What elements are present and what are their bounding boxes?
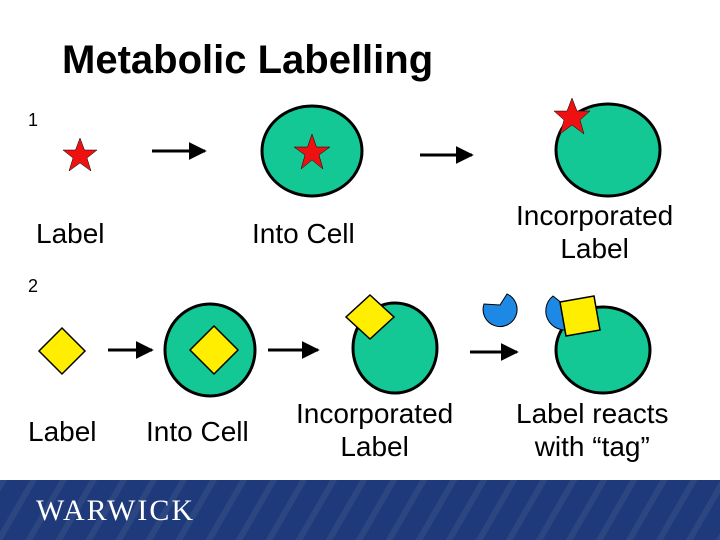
label-star-icon — [62, 137, 98, 172]
row2-label-incorporated: Incorporated Label — [296, 398, 454, 462]
row2-label-label: Label — [28, 416, 97, 447]
label-diamond-icon — [37, 326, 87, 376]
slide-title: Metabolic Labelling — [62, 38, 434, 82]
step-number-2: 2 — [28, 276, 39, 296]
row2-label-into-cell: Into Cell — [146, 416, 249, 447]
diamond-in-cell-icon — [188, 324, 240, 376]
incorporated-star-icon — [553, 97, 591, 135]
warwick-logo: WARWICK — [36, 494, 195, 527]
row1-label-label: Label — [36, 218, 105, 249]
footer-pattern — [0, 480, 720, 540]
tag-pacman-icon — [482, 293, 518, 327]
footer-bar: WARWICK — [0, 480, 720, 540]
row1-label-into-cell: Into Cell — [252, 218, 355, 249]
reacted-label-square-icon — [559, 295, 601, 337]
row1-label-incorporated: Incorporated Label — [516, 200, 674, 264]
row2-label-reacts: Label reacts with “tag” — [516, 398, 669, 462]
label-star-in-cell-icon — [293, 133, 331, 170]
step-number-1: 1 — [28, 110, 39, 130]
incorporated-diamond-icon — [344, 293, 396, 341]
